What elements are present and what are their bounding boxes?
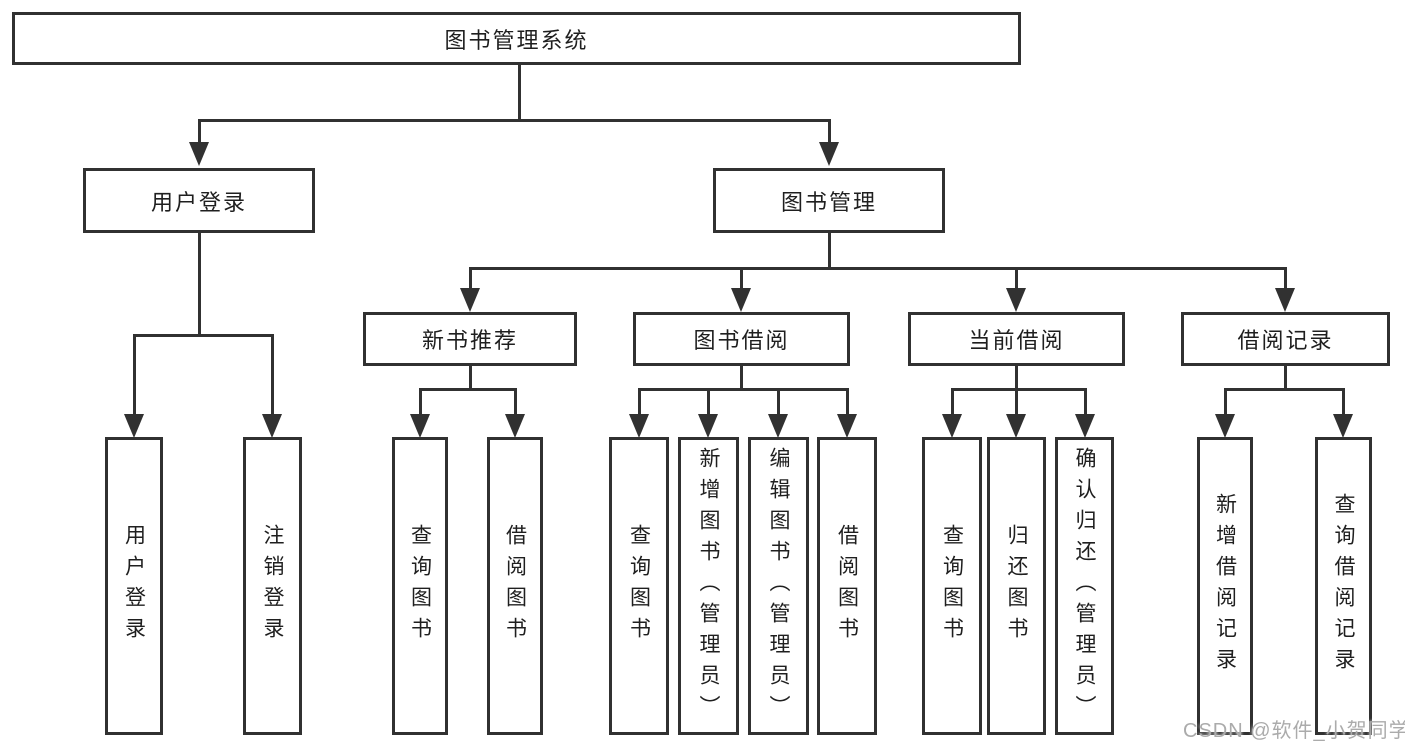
leaf-records-query-borrow-record: 查询借阅记录 xyxy=(1315,437,1372,735)
connector-line xyxy=(469,267,1287,270)
node-label: 图书管理系统 xyxy=(444,27,589,53)
arrow-down-icon xyxy=(410,414,430,438)
leaf-logout-login: 注销登录 xyxy=(243,437,302,735)
node-label: 注销登录 xyxy=(261,524,284,648)
connector-line xyxy=(638,388,849,391)
leaf-current-query-books: 查询图书 xyxy=(922,437,982,735)
node-label: 用户登录 xyxy=(122,524,146,648)
arrow-down-icon xyxy=(731,288,751,312)
leaf-borrow-query-books: 查询图书 xyxy=(609,437,669,735)
connector-line xyxy=(951,388,954,416)
node-label: 新增借阅记录 xyxy=(1213,493,1237,679)
connector-line xyxy=(419,388,422,416)
arrow-down-icon xyxy=(505,414,525,438)
leaf-user-login: 用户登录 xyxy=(105,437,163,735)
node-user-login: 用户登录 xyxy=(83,168,315,233)
connector-line xyxy=(1342,388,1345,416)
node-label: 归还图书 xyxy=(1005,524,1028,648)
connector-line xyxy=(777,388,780,416)
node-label: 查询图书 xyxy=(408,524,432,648)
connector-line xyxy=(1015,366,1018,391)
connector-line xyxy=(198,119,201,143)
connector-line xyxy=(1284,267,1287,291)
connector-line xyxy=(271,334,274,416)
connector-line xyxy=(419,388,517,391)
connector-line xyxy=(133,334,136,416)
node-label: 编辑图书（管理员） xyxy=(767,446,790,726)
node-current-borrow: 当前借阅 xyxy=(908,312,1125,366)
arrow-down-icon xyxy=(189,142,209,166)
node-label: 新书推荐 xyxy=(421,328,518,353)
arrow-down-icon xyxy=(1006,288,1026,312)
connector-line xyxy=(740,267,743,291)
node-label: 图书管理 xyxy=(780,189,877,215)
connector-line xyxy=(828,233,831,270)
node-label: 图书借阅 xyxy=(693,328,790,353)
leaf-recommend-query-books: 查询图书 xyxy=(392,437,448,735)
arrow-down-icon xyxy=(460,288,480,312)
node-new-book-recommend: 新书推荐 xyxy=(363,312,577,366)
leaf-borrow-add-books-admin: 新增图书（管理员） xyxy=(678,437,739,735)
leaf-current-confirm-return-admin: 确认归还（管理员） xyxy=(1055,437,1114,735)
node-book-management: 图书管理 xyxy=(713,168,945,233)
node-root-library-management-system: 图书管理系统 xyxy=(12,12,1021,65)
leaf-current-return-books: 归还图书 xyxy=(987,437,1046,735)
connector-line xyxy=(1084,388,1087,416)
leaf-recommend-borrow-books: 借阅图书 xyxy=(487,437,543,735)
connector-line xyxy=(740,366,743,391)
arrow-down-icon xyxy=(837,414,857,438)
node-label: 确认归还（管理员） xyxy=(1073,446,1096,726)
connector-line xyxy=(638,388,641,416)
arrow-down-icon xyxy=(262,414,282,438)
node-label: 查询借阅记录 xyxy=(1332,493,1355,679)
csdn-watermark: CSDN @软件_小贺同学 xyxy=(1183,720,1405,742)
connector-line xyxy=(828,119,831,143)
node-label: 查询图书 xyxy=(940,524,964,648)
connector-line xyxy=(1224,388,1345,391)
node-book-borrow: 图书借阅 xyxy=(633,312,850,366)
arrow-down-icon xyxy=(1333,414,1353,438)
leaf-borrow-borrow-books: 借阅图书 xyxy=(817,437,877,735)
connector-line xyxy=(1224,388,1227,416)
connector-line xyxy=(469,366,472,391)
arrow-down-icon xyxy=(819,142,839,166)
connector-line xyxy=(1015,267,1018,291)
arrow-down-icon xyxy=(768,414,788,438)
connector-line xyxy=(1284,366,1287,391)
arrow-down-icon xyxy=(1215,414,1235,438)
connector-line xyxy=(951,388,1087,391)
connector-line xyxy=(469,267,472,291)
arrow-down-icon xyxy=(698,414,718,438)
node-borrow-records: 借阅记录 xyxy=(1181,312,1390,366)
arrow-down-icon xyxy=(1006,414,1026,438)
arrow-down-icon xyxy=(1275,288,1295,312)
node-label: 借阅图书 xyxy=(835,524,859,648)
arrow-down-icon xyxy=(124,414,144,438)
connector-line xyxy=(514,388,517,416)
node-label: 新增图书（管理员） xyxy=(697,446,720,726)
connector-line xyxy=(707,388,710,416)
node-label: 借阅记录 xyxy=(1237,328,1334,353)
arrow-down-icon xyxy=(942,414,962,438)
connector-line xyxy=(198,233,201,336)
connector-line xyxy=(518,64,521,122)
arrow-down-icon xyxy=(629,414,649,438)
node-label: 当前借阅 xyxy=(968,328,1065,353)
connector-line xyxy=(133,334,273,337)
connector-line xyxy=(198,119,830,122)
leaf-records-add-borrow-record: 新增借阅记录 xyxy=(1197,437,1253,735)
node-label: 用户登录 xyxy=(150,189,247,215)
connector-line xyxy=(1015,388,1018,416)
leaf-borrow-edit-books-admin: 编辑图书（管理员） xyxy=(748,437,809,735)
node-label: 借阅图书 xyxy=(503,524,527,648)
node-label: 查询图书 xyxy=(627,524,651,648)
connector-line xyxy=(846,388,849,416)
arrow-down-icon xyxy=(1075,414,1095,438)
